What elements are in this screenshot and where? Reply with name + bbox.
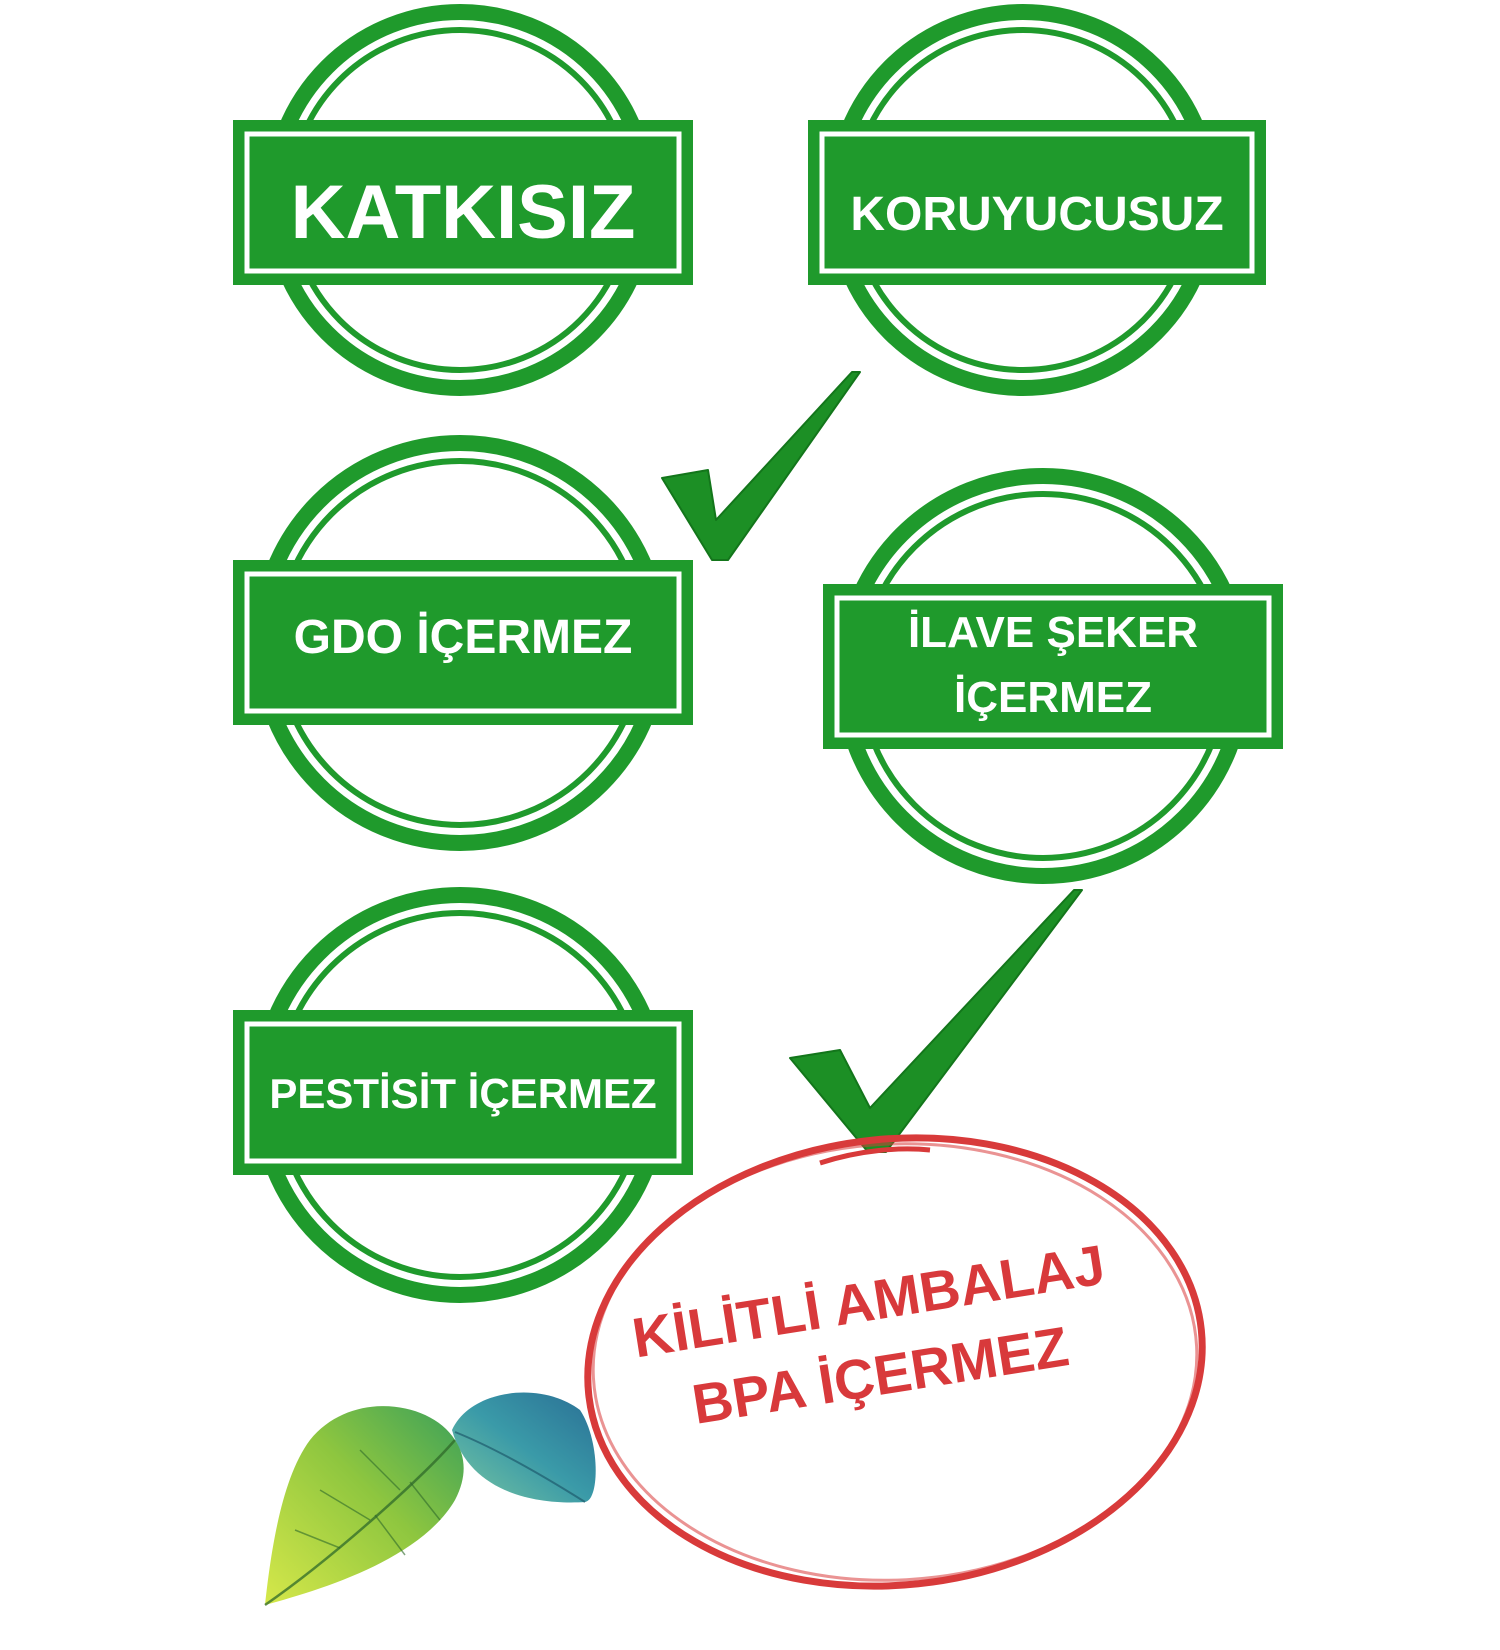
red-badge: KİLİTLİ AMBALAJ BPA İÇERMEZ <box>584 1134 1206 1590</box>
stamp-label: KATKISIZ <box>291 170 636 255</box>
leaf-front-icon <box>264 1406 464 1607</box>
stamp-band-frame <box>834 595 1272 738</box>
red-ring <box>584 1134 1206 1590</box>
stamp-band <box>823 584 1283 749</box>
red-ring-inner <box>591 1142 1199 1582</box>
stamp-band <box>233 560 693 725</box>
stamp-band-frame <box>244 1021 682 1164</box>
stamp-gdo: GDO İÇERMEZ <box>233 435 693 851</box>
leaves-icon <box>264 1392 596 1607</box>
stamp-koruyucusuz: KORUYUCUSUZ <box>808 4 1266 396</box>
stamp-label: İLAVE ŞEKER <box>908 608 1198 657</box>
stamp-label: İÇERMEZ <box>954 673 1152 722</box>
stamp-ilave-seker: İLAVE ŞEKER İÇERMEZ <box>823 468 1283 884</box>
stamp-band-frame <box>244 571 682 714</box>
stamp-band <box>808 120 1266 285</box>
red-ring-stroke-tail <box>819 1146 931 1166</box>
stamp-label: KORUYUCUSUZ <box>850 188 1223 241</box>
stamp-label: PESTİSİT İÇERMEZ <box>269 1070 656 1117</box>
stamp-band-frame <box>819 131 1255 274</box>
checkmark-icon <box>661 371 861 561</box>
checks-layer <box>661 371 1083 1153</box>
stamp-pestisit: PESTİSİT İÇERMEZ <box>233 887 693 1303</box>
stamp-band <box>233 1010 693 1175</box>
leaf-back-icon <box>452 1392 596 1503</box>
stamps-layer: KATKISIZ KORUYUCUSUZ GDO İÇERMEZ İLAVE ŞEKE… <box>233 4 1283 1303</box>
stamp-band-frame <box>244 131 682 274</box>
stamp-katkisiz: KATKISIZ <box>233 4 693 396</box>
checkmark-icon <box>789 889 1083 1153</box>
stamp-label: GDO İÇERMEZ <box>294 611 633 664</box>
stamp-band <box>233 120 693 285</box>
